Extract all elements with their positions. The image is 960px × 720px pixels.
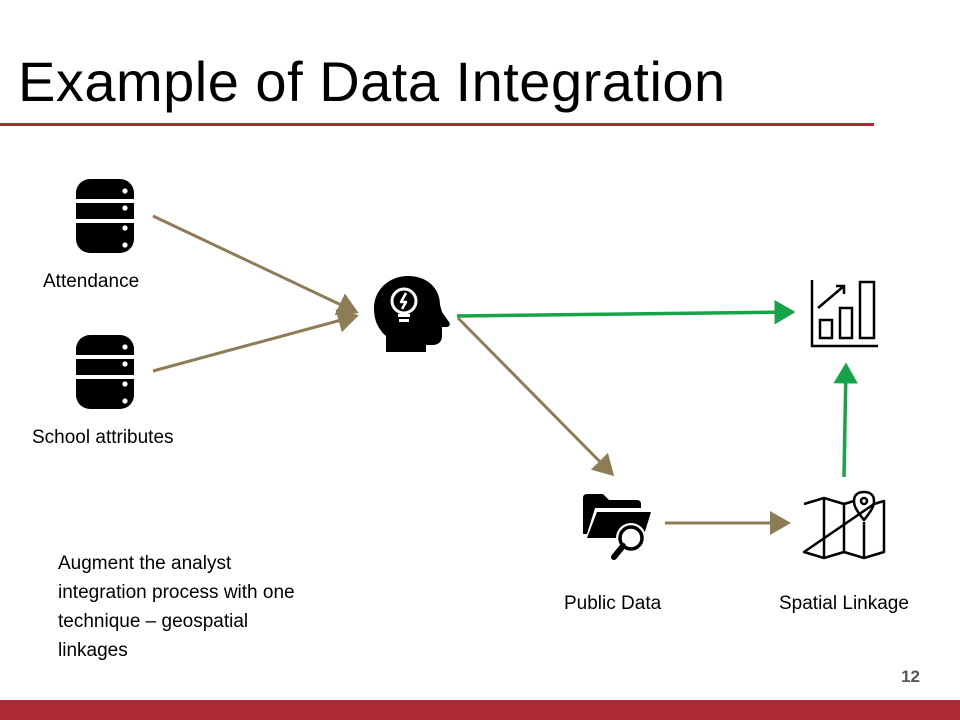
arrow-attendance-to-analyst [152,214,359,316]
growth-chart-icon [810,280,878,348]
note-text: Augment the analyst integration process … [58,553,295,661]
arrow-spatial-to-report [833,362,858,478]
footer-bar [0,700,960,720]
database-icon [74,335,136,409]
folder-search-icon [583,494,651,560]
arrow-analyst-to-report [456,299,796,325]
spatial-linkage-label: Spatial Linkage [779,593,909,614]
slide-title: Example of Data Integration [18,50,726,113]
map-pin-icon [802,490,886,560]
public-data-label: Public Data [564,593,662,614]
title-underline [0,123,874,126]
arrow-school-to-analyst [152,309,359,373]
arrow-analyst-to-public-data [456,316,615,477]
database-icon [74,179,136,253]
school-attributes-label: School attributes [32,427,174,448]
head-lightbulb-icon [374,276,450,352]
page-number: 12 [901,667,920,686]
attendance-label: Attendance [43,271,140,292]
